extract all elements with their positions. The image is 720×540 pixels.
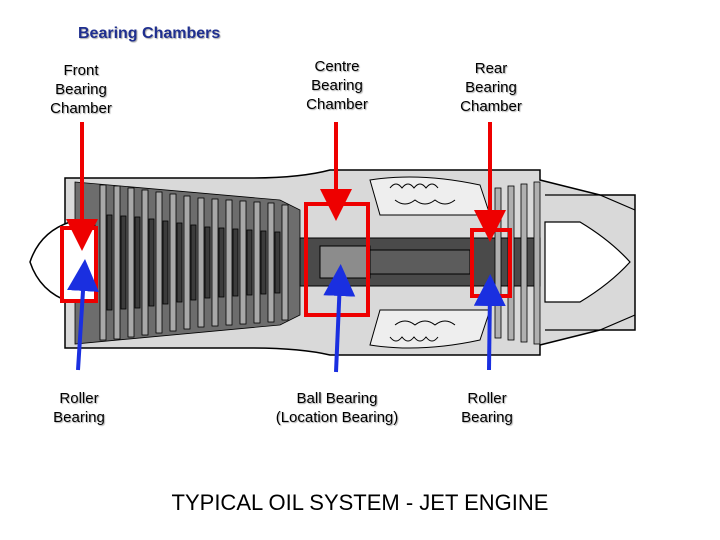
centre-bearing-arrow <box>323 264 356 373</box>
diagram-caption: TYPICAL OIL SYSTEM - JET ENGINE <box>171 490 549 515</box>
bearing-arrows <box>67 259 506 373</box>
rear-chamber-label: Rear Bearing Chamber <box>460 60 522 115</box>
exhaust-cone <box>544 221 631 303</box>
compressor-stages <box>74 181 301 345</box>
combustion-section <box>369 176 491 349</box>
page-title: Bearing Chambers <box>78 25 221 42</box>
front-bearing-arrow <box>67 259 99 371</box>
rear-bearing-label: Roller Bearing <box>461 390 513 426</box>
exhaust-duct <box>545 194 636 331</box>
front-chamber-label: Front Bearing Chamber <box>50 62 112 117</box>
centre-bearing-label: Ball Bearing (Location Bearing) <box>275 390 399 426</box>
rear-bearing-arrow <box>473 274 506 371</box>
centre-chamber-label: Centre Bearing Chamber <box>306 58 368 113</box>
front-bearing-label: Roller Bearing <box>53 390 105 426</box>
chamber-arrows <box>66 122 506 251</box>
main-shaft <box>299 237 541 287</box>
